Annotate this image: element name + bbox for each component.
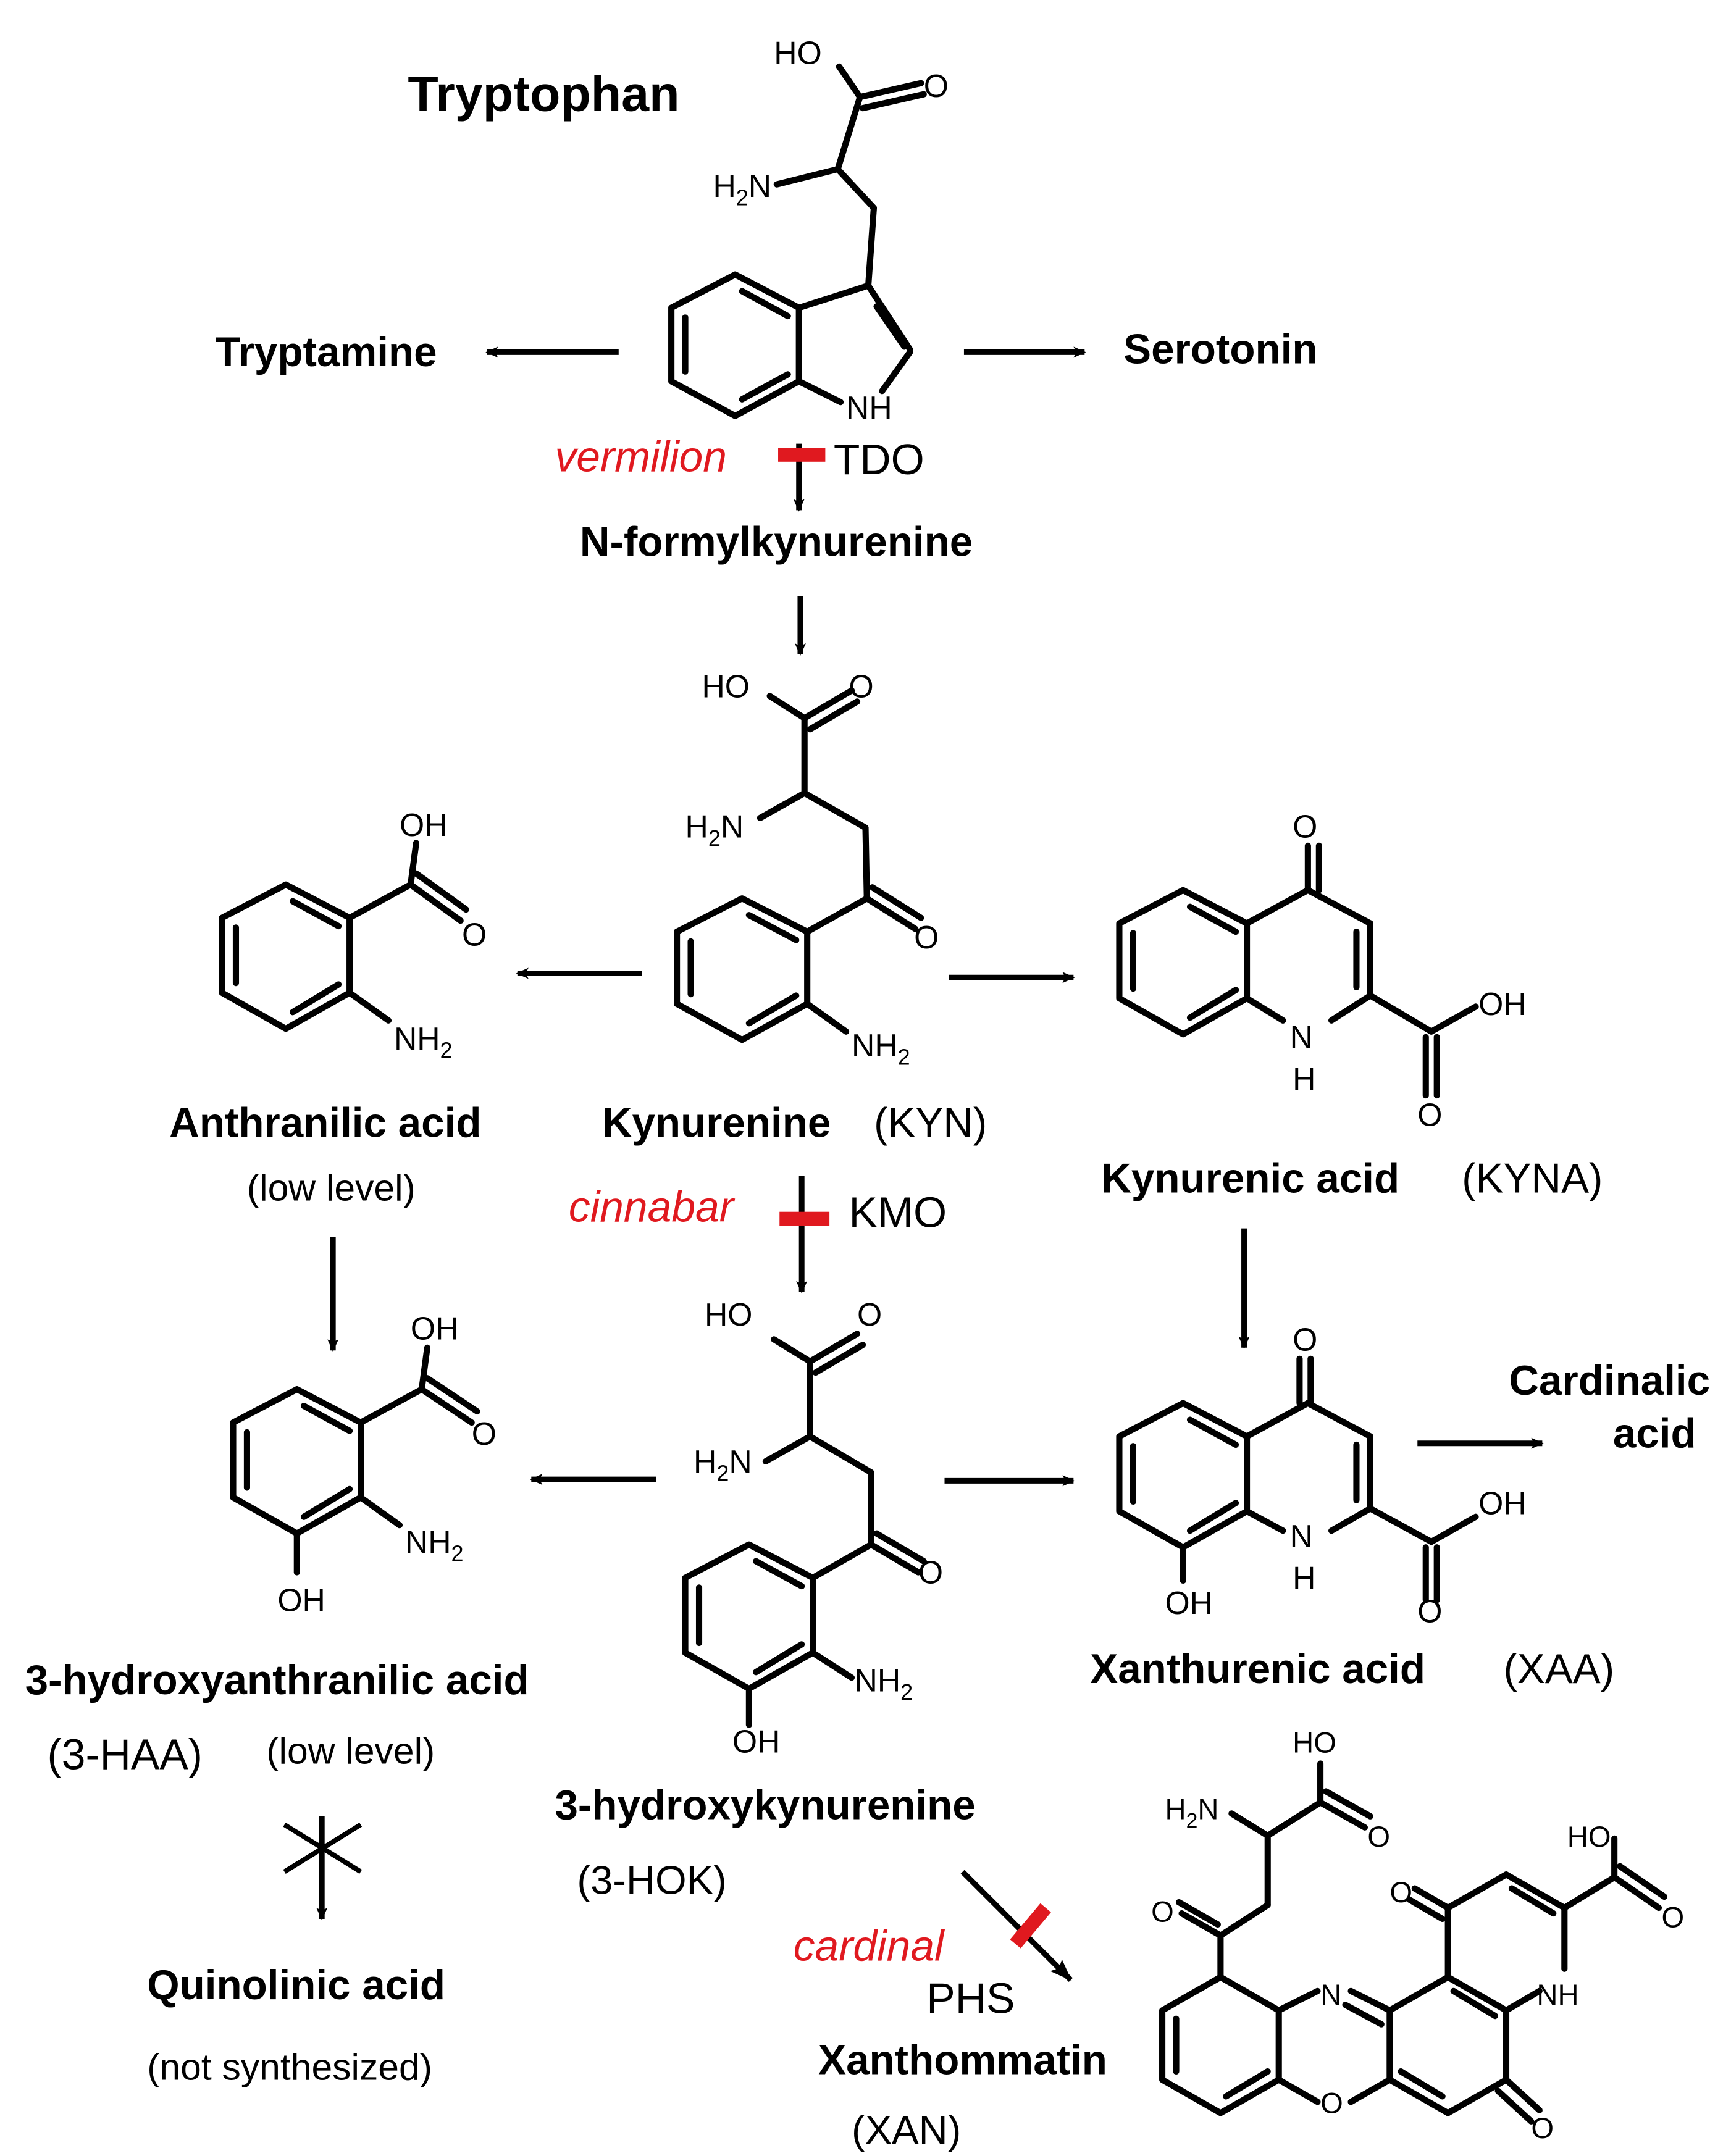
vermilion-gene-label: vermilion <box>555 433 727 481</box>
anthranilic-o-label: O <box>462 917 487 953</box>
tryptophan-ho-label: HO <box>774 35 821 70</box>
xaa-o-top-label: O <box>1293 1321 1317 1357</box>
cardinal-block-bar <box>1010 1903 1051 1949</box>
3haa-oh-bottom-label: OH <box>277 1582 325 1618</box>
xanthommatin-structure <box>1159 1760 1668 2125</box>
3-hydroxyanthranilic-acid-label: 3-hydroxyanthranilic acid <box>25 1657 529 1703</box>
3hok-ho-label: HO <box>705 1297 752 1332</box>
tryptophan-nh-label: NH <box>846 390 892 425</box>
xan-o-bridge-label: O <box>1320 2086 1343 2119</box>
phs-enzyme-label: PHS <box>926 1974 1015 2023</box>
cardinalic-acid-label-line2: acid <box>1613 1410 1696 1456</box>
tdo-enzyme-label: TDO <box>834 435 924 483</box>
anthranilic-oh-label: OH <box>400 807 447 843</box>
3-hydroxyanthranilic-abbr: (3-HAA) <box>48 1730 203 1778</box>
kyn-ho-label: HO <box>702 669 750 704</box>
xan-n-label: N <box>1320 1978 1341 2011</box>
xanthurenic-abbr: (XAA) <box>1504 1646 1615 1692</box>
anthranilic-acid-structure <box>219 840 469 1032</box>
kynurenine-structure <box>674 687 924 1043</box>
xaa-n-label: N <box>1290 1518 1313 1554</box>
xan-nh-label: NH <box>1536 1978 1578 2011</box>
xan-o-bottom-label: O <box>1531 2112 1554 2144</box>
xaa-oh-label: OH <box>1478 1485 1526 1521</box>
3haa-o-label: O <box>472 1416 497 1452</box>
serotonin-label: Serotonin <box>1123 326 1317 372</box>
tryptamine-label: Tryptamine <box>215 329 437 375</box>
kyn-o-top-label: O <box>849 669 874 704</box>
cardinal-gene-label: cardinal <box>794 1921 945 1970</box>
xan-o-acid-label: O <box>1662 1900 1685 1933</box>
kynurenine-abbr: (KYN) <box>874 1100 987 1146</box>
xan-o-ketone-label: O <box>1151 1895 1174 1928</box>
3haa-oh-top-label: OH <box>411 1310 458 1346</box>
xanthommatin-abbr: (XAN) <box>852 2107 961 2152</box>
xan-h2n-label: H2N <box>1165 1792 1219 1832</box>
kyna-oh-label: OH <box>1478 986 1526 1022</box>
blocked-quinolinic-arrow <box>283 1816 363 1921</box>
kyna-h-label: H <box>1293 1061 1315 1097</box>
xan-ho-right-label: HO <box>1567 1820 1611 1853</box>
kynurenic-abbr: (KYNA) <box>1462 1155 1603 1201</box>
3hok-o-ketone-label: O <box>918 1555 943 1590</box>
quinolinic-acid-label: Quinolinic acid <box>147 1962 445 2008</box>
arrow-phs <box>960 1870 1073 1982</box>
3hok-o-top-label: O <box>857 1297 882 1332</box>
xaa-oh-ring-label: OH <box>1165 1585 1213 1621</box>
n-formylkynurenine-label: N-formylkynurenine <box>580 519 973 566</box>
3-hydroxyanthranilic-acid-structure <box>230 1344 480 1576</box>
anthranilic-nh2-label: NH2 <box>394 1021 453 1063</box>
3-hydroxykynurenine-structure <box>682 1331 927 1728</box>
xanthurenic-acid-structure <box>1116 1355 1479 1603</box>
3hok-h2n-label: H2N <box>694 1444 752 1485</box>
3hok-oh-label: OH <box>732 1724 780 1760</box>
3-hydroxyanthranilic-note: (low level) <box>266 1729 435 1771</box>
3haa-nh2-label: NH2 <box>405 1524 464 1566</box>
kyna-n-label: N <box>1290 1019 1313 1055</box>
kmo-enzyme-label: KMO <box>849 1188 947 1236</box>
anthranilic-acid-label: Anthranilic acid <box>169 1100 481 1146</box>
3-hydroxykynurenine-abbr: (3-HOK) <box>577 1858 726 1903</box>
kynurenic-acid-label: Kynurenic acid <box>1101 1155 1399 1201</box>
tryptophan-o-label: O <box>924 68 949 104</box>
xanthommatin-label: Xanthommatin <box>818 2037 1107 2084</box>
kynurenic-acid-structure <box>1116 842 1479 1099</box>
cardinalic-acid-label-line1: Cardinalic <box>1509 1358 1710 1404</box>
tryptophan-label: Tryptophan <box>408 67 679 122</box>
kyna-o-top-label: O <box>1293 808 1317 844</box>
quinolinic-note: (not synthesized) <box>147 2045 432 2087</box>
3-hydroxykynurenine-label: 3-hydroxykynurenine <box>555 1782 975 1828</box>
cinnabar-gene-label: cinnabar <box>569 1182 736 1231</box>
xan-o-chain-label: O <box>1367 1820 1390 1853</box>
tryptophan-h2n-label: H2N <box>713 168 771 210</box>
kyna-o-bottom-label: O <box>1417 1097 1442 1132</box>
cinnabar-block-bar <box>779 1211 830 1226</box>
xan-ho-top-label: HO <box>1293 1726 1336 1759</box>
anthranilic-note: (low level) <box>247 1167 416 1209</box>
vermilion-block-bar <box>778 448 826 462</box>
xaa-h-label: H <box>1293 1560 1315 1596</box>
xan-o-ring-ketone-label: O <box>1389 1876 1412 1908</box>
kyn-h2n-label: H2N <box>685 808 744 850</box>
kyn-nh2-label: NH2 <box>852 1027 910 1069</box>
tryptophan-structure <box>668 63 927 419</box>
kyn-o-ketone-label: O <box>914 919 939 955</box>
kynurenine-label: Kynurenine <box>602 1100 831 1146</box>
3hok-nh2-label: NH2 <box>855 1663 913 1705</box>
xanthurenic-acid-label: Xanthurenic acid <box>1090 1646 1425 1692</box>
xaa-o-bottom-label: O <box>1417 1593 1442 1629</box>
